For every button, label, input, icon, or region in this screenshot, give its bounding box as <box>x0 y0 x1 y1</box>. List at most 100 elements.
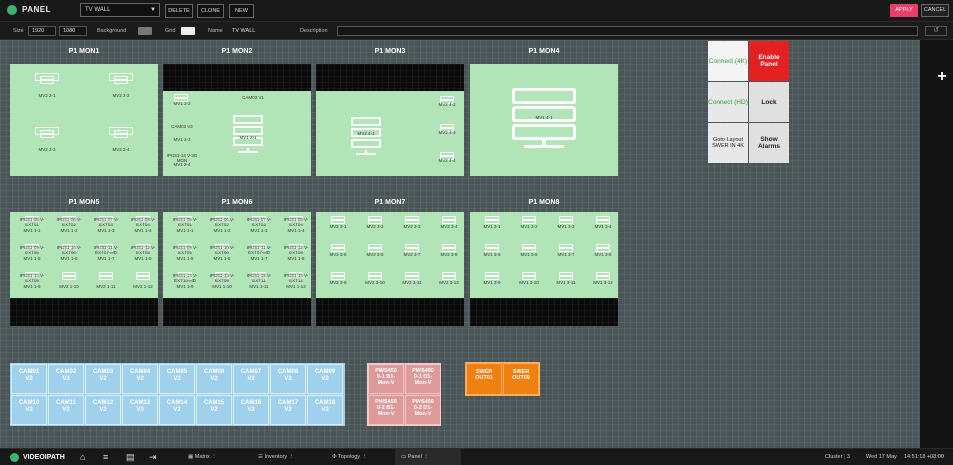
home-icon[interactable]: ⌂ <box>80 452 86 462</box>
grid-toggle[interactable] <box>181 27 195 35</box>
camera-name: CAM09 <box>314 369 336 375</box>
tile-icon <box>440 124 454 128</box>
camera-variant: V2 <box>284 376 292 382</box>
right-toolbar <box>920 40 953 448</box>
lock-button[interactable]: Lock <box>749 82 789 122</box>
layout-select[interactable]: TV WALL ▼ <box>80 3 160 17</box>
monitor-title-m7: P1 MON7 <box>374 199 406 206</box>
tile-icon <box>331 244 345 248</box>
menu-icon[interactable]: ≡ <box>103 452 109 462</box>
tile-icon <box>252 220 266 224</box>
tile-label: IPG51-10 V-EXT06 <box>209 245 235 255</box>
tile-icon <box>522 216 536 220</box>
logout-icon[interactable]: ⇥ <box>149 452 157 462</box>
tile-label: IPG51-06 V-EXT02 <box>56 217 82 227</box>
tile-icon <box>62 272 76 276</box>
add-icon[interactable]: + <box>937 68 947 85</box>
goto-layout-swer-in-4k-button[interactable]: Goto Layout SWER IN 4K <box>708 123 748 163</box>
connect-4k-button[interactable]: Connect (4K) <box>708 41 748 81</box>
delete-button[interactable]: DELETE <box>165 4 193 18</box>
tile-icon <box>512 124 576 140</box>
footer-bar: VIDEOIPATH ⌂ ≡ ▤ ⇥ ▦ Matrix ⋮ ☰ Inventor… <box>0 448 953 465</box>
name-input[interactable]: TV WALL <box>232 28 256 34</box>
tile-icon <box>62 276 76 280</box>
tile-icon <box>35 127 59 135</box>
description-input[interactable] <box>337 26 918 36</box>
tile-icon <box>252 248 266 252</box>
tab-panel[interactable]: ▭ Panel ⋮ <box>395 449 461 465</box>
clone-button[interactable]: CLONE <box>197 4 224 18</box>
connect-hd-button[interactable]: Connect (HD) <box>708 82 748 122</box>
tab-matrix[interactable]: ▦ Matrix ⋮ <box>188 454 217 460</box>
new-button[interactable]: NEW <box>229 4 254 18</box>
cancel-button[interactable]: CANCEL <box>921 4 949 17</box>
tile-icon <box>405 248 419 252</box>
tile-icon <box>289 220 303 224</box>
tile-label: MV1 3-5 <box>483 252 501 257</box>
monitor-4[interactable]: MV1 4-1 <box>470 64 618 176</box>
tile-icon <box>596 220 610 224</box>
book-icon[interactable]: ▤ <box>126 452 135 462</box>
tile-icon <box>442 276 456 280</box>
background-toggle[interactable] <box>138 27 152 35</box>
tab-inventory[interactable]: ☰ Inventory ⋮ <box>258 454 295 460</box>
tile-icon <box>351 139 381 148</box>
undo-icon[interactable]: ↺ <box>925 26 947 36</box>
apply-button[interactable]: APPLY <box>890 4 918 17</box>
tile-label: IPG51-12 V-EXT08 <box>283 245 309 255</box>
tile-icon <box>512 88 576 104</box>
show-alarms-button[interactable]: Show Alarms <box>749 123 789 163</box>
tile-label: MV1 1-1 <box>23 228 41 233</box>
tile-icon <box>25 220 39 224</box>
tab-topology[interactable]: ✣ Topology ⋮ <box>332 454 368 460</box>
tile-icon <box>99 272 113 276</box>
enable-panel-button[interactable]: Enable Panel <box>749 41 789 81</box>
tab-matrix-label: Matrix <box>194 454 210 460</box>
icon-base <box>524 145 564 148</box>
tile-icon <box>99 220 113 224</box>
tile-label: MV1 1-10 <box>212 284 232 289</box>
tile-icon <box>596 248 610 252</box>
camera-name: CAM10 <box>18 400 40 406</box>
size-width-input[interactable]: 1920 <box>28 26 56 36</box>
size-height-input[interactable]: 1080 <box>59 26 87 36</box>
logo-icon <box>7 5 17 15</box>
tile-label: MV2 3-1 <box>329 224 347 229</box>
tile-icon <box>368 276 382 280</box>
camera-name: CAM12 <box>92 400 114 406</box>
camera-name: CAM13 <box>129 400 151 406</box>
